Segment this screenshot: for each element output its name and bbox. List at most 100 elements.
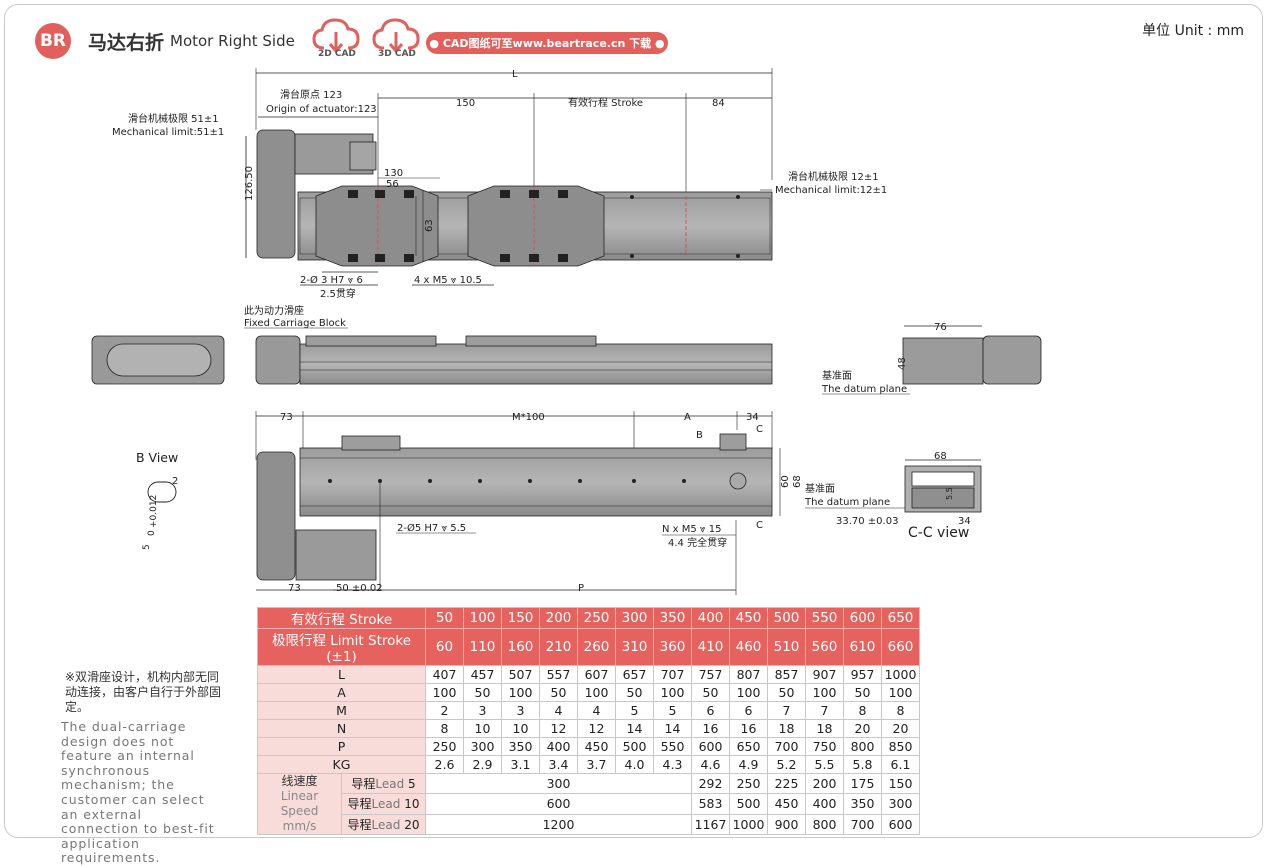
label-C-bottom: C (756, 520, 763, 531)
dim-L: L (512, 69, 518, 80)
limit-cell: 160 (501, 628, 540, 666)
dim-cell: 4.6 (691, 755, 730, 774)
limit-cell: 110 (463, 628, 502, 666)
dim-cell: 50 (767, 683, 806, 702)
dim-60: 60 (780, 475, 791, 488)
stroke-cell: 150 (501, 607, 540, 629)
dim-cell: 50 (691, 683, 730, 702)
speed-cn: 线速度 (281, 774, 318, 788)
dim-33-70: 33.70 ±0.03 (836, 516, 898, 527)
limit-cell: 210 (539, 628, 578, 666)
spec-table: 有效行程 Stroke 50 100 150 200 250 300 350 4… (257, 607, 920, 836)
dim-cell: 2.6 (425, 755, 464, 774)
lead-5-label: 导程Lead 5 (341, 772, 426, 795)
dim-m100: M*100 (512, 412, 545, 423)
limit-cell: 560 (805, 628, 844, 666)
dim-cell: 850 (881, 737, 920, 756)
download-link[interactable]: ● CAD图纸可至www.beartrace.cn 下载 ● (426, 32, 668, 54)
dim-cell: 700 (767, 737, 806, 756)
cad-2d-label[interactable]: 2D CAD (318, 49, 356, 59)
lead-cell: 800 (805, 813, 844, 836)
stroke-cell: 350 (653, 607, 692, 629)
dim-cell: 907 (805, 665, 844, 684)
lead-cell: 150 (881, 772, 920, 795)
dim-cell: 5 (653, 701, 692, 720)
lead-cell: 900 (767, 813, 806, 836)
limit-label: 极限行程 Limit Stroke (±1) (257, 628, 426, 666)
fixed-carriage-cn: 此为动力滑座 (244, 304, 304, 317)
top-view (245, 68, 773, 286)
cad-2d-cloud-icon[interactable] (310, 14, 362, 62)
series-badge: BR (35, 23, 71, 59)
stroke-row: 有效行程 Stroke 50 100 150 200 250 300 350 4… (257, 607, 920, 629)
hole-spec-3: 2-Ø5 H7 ⩔ 5.5 (397, 522, 466, 534)
dim-cell: 800 (843, 737, 882, 756)
bottom-view (255, 411, 781, 595)
dim-cell: 600 (691, 737, 730, 756)
hole-spec-4b: 4.4 完全贯穿 (668, 536, 727, 549)
lead-cell: 175 (843, 772, 882, 795)
speed-en3: mm/s (282, 819, 317, 833)
side-view (91, 327, 773, 385)
dim-cell: 4.0 (615, 755, 654, 774)
dim-cell: 4 (539, 701, 578, 720)
stroke-label: 有效行程 Stroke (257, 607, 426, 629)
dim-cell: 18 (767, 719, 806, 738)
dim-cell: 3 (463, 701, 502, 720)
dim-row-label: A (257, 683, 426, 702)
dim-cell: 450 (577, 737, 616, 756)
dim-cell: 2 (425, 701, 464, 720)
limit-cell: 660 (881, 628, 920, 666)
hole-spec-2: 4 x M5 ⩔ 10.5 (414, 275, 482, 286)
cad-3d-label[interactable]: 3D CAD (378, 49, 416, 59)
dim-cell: 650 (729, 737, 768, 756)
limit-cell: 360 (653, 628, 692, 666)
dim-cell: 3.7 (577, 755, 616, 774)
dim-A: A (684, 412, 691, 423)
dim-cell: 6.1 (881, 755, 920, 774)
mech-right-en: Mechanical limit:12±1 (775, 185, 887, 196)
stroke-cell: 50 (425, 607, 464, 629)
end-view (822, 325, 1042, 395)
dim-cell: 400 (539, 737, 578, 756)
dim-row-label: L (257, 665, 426, 684)
dim-cell: 50 (539, 683, 578, 702)
dim-row-label: M (257, 701, 426, 720)
limit-cell: 510 (767, 628, 806, 666)
speed-label: 线速度 Linear Speed mm/s (257, 773, 342, 835)
limit-cell: 460 (729, 628, 768, 666)
origin-en: Origin of actuator:123 (266, 104, 377, 115)
b-view-dim-2: 2 (172, 476, 178, 487)
dim-cell: 750 (805, 737, 844, 756)
dim-stroke: 有效行程 Stroke (568, 96, 643, 109)
dim-cell: 500 (615, 737, 654, 756)
dim-cell: 507 (501, 665, 540, 684)
dim-cell: 16 (691, 719, 730, 738)
dim-cell: 657 (615, 665, 654, 684)
limit-cell: 60 (425, 628, 464, 666)
dim-cell: 100 (425, 683, 464, 702)
speed-en1: Linear (280, 789, 319, 803)
dim-cell: 6 (691, 701, 730, 720)
dim-cell: 100 (577, 683, 616, 702)
mech-right-cn: 滑台机械极限 12±1 (788, 170, 879, 183)
dim-cell: 550 (653, 737, 692, 756)
dim-cell: 8 (881, 701, 920, 720)
limit-cell: 310 (615, 628, 654, 666)
dim-cell: 5.8 (843, 755, 882, 774)
dim-56: 56 (386, 179, 399, 190)
dim-cell: 757 (691, 665, 730, 684)
limit-cell: 260 (577, 628, 616, 666)
stroke-cell: 100 (463, 607, 502, 629)
datum-en-2: The datum plane (804, 497, 890, 508)
lead-cell: 292 (691, 772, 730, 795)
dim-34: 34 (746, 412, 759, 423)
cad-3d-cloud-icon[interactable] (370, 14, 422, 62)
title-en: Motor Right Side (170, 32, 295, 50)
stroke-cell: 300 (615, 607, 654, 629)
stroke-cell: 550 (805, 607, 844, 629)
dim-cell: 8 (425, 719, 464, 738)
